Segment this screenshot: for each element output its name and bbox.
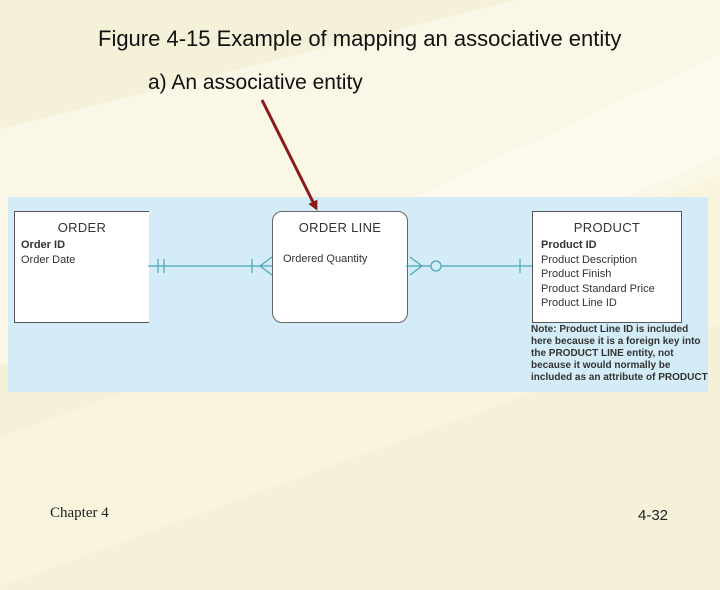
footer-page-number: 4-32 <box>638 507 669 524</box>
slide-title: Figure 4-15 Example of mapping an associ… <box>98 26 622 51</box>
attribute-ordered-quantity: Ordered Quantity <box>283 253 368 265</box>
attribute-product-standard-price: Product Standard Price <box>541 282 655 295</box>
attribute-product-line-id: Product Line ID <box>541 297 617 309</box>
footer-chapter: Chapter 4 <box>50 505 109 521</box>
entity-product-title: PRODUCT <box>573 220 641 235</box>
entity-order-line[interactable]: ORDER LINE Ordered Quantity <box>272 211 408 323</box>
entity-product-attributes: Product ID Product Description Product F… <box>541 238 655 311</box>
entity-order[interactable]: ORDER Order ID Order Date <box>14 211 149 323</box>
slide-subtitle: a) An associative entity <box>148 71 363 94</box>
diagram-note: Note: Product Line ID is included here b… <box>531 324 708 383</box>
relationship-orderline-product <box>406 256 532 276</box>
entity-order-title: ORDER <box>57 220 107 235</box>
attribute-product-id: Product ID <box>541 239 597 251</box>
relationship-order-orderline <box>148 256 273 276</box>
entity-order-line-title: ORDER LINE <box>298 220 382 235</box>
attribute-order-date: Order Date <box>21 253 76 266</box>
attribute-order-id: Order ID <box>21 239 66 251</box>
entity-product[interactable]: PRODUCT Product ID Product Description P… <box>532 211 682 323</box>
entity-order-attributes: Order ID Order Date <box>21 238 75 267</box>
attribute-product-description: Product Description <box>541 253 637 266</box>
attribute-product-finish: Product Finish <box>541 268 612 280</box>
pointer-arrow <box>260 99 318 211</box>
entity-order-line-attributes: Ordered Quantity <box>283 252 367 267</box>
diagram-connectors <box>148 99 532 276</box>
